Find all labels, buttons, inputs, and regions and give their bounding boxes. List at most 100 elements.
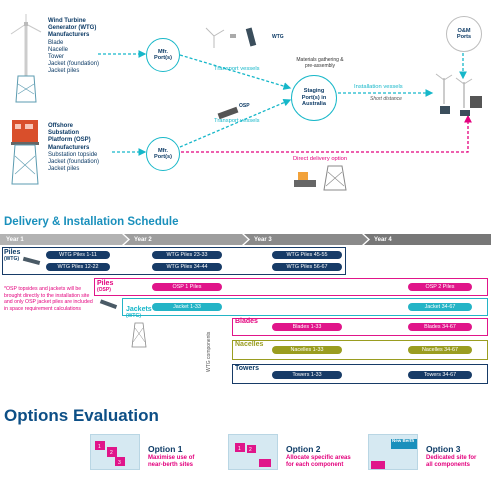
towers-label: Towers (235, 365, 259, 372)
mfr-ports-node-top: Mfr.Port(s) (146, 38, 180, 72)
om-line-1: O&M (457, 27, 471, 34)
year-3-label: Year 3 (254, 236, 272, 243)
installation-vessels-label: Installation vessels (354, 84, 403, 90)
materials-gathering-note: Materials gathering & pre-assembly (278, 57, 362, 69)
osp-item-jacket-piles: Jacket piles (48, 166, 80, 173)
pill-wtg-piles-56-67: WTG Piles 56-67 (272, 263, 342, 271)
option-1-desc: Maximise use of near-berth sites (148, 455, 194, 469)
svg-text:2: 2 (110, 450, 113, 456)
osp-item-jacket: Jacket (foundation) (48, 159, 100, 166)
wtg-manufacturers-block: Wind Turbine Generator (WTG) Manufacture… (48, 18, 99, 76)
wtg-title-line-3: Manufacturers (48, 32, 90, 39)
wtg-tag: WTG (272, 34, 284, 40)
wtg-components-vertical-label: WTG components (206, 331, 212, 372)
offshore-wind-farm-illustration (435, 73, 482, 116)
osp-pile-icon (99, 299, 118, 309)
jackets-section (122, 298, 488, 316)
option-3-desc-line-2: all components (426, 462, 471, 468)
materials-line-1: Materials gathering & (296, 57, 344, 63)
pill-jacket-34-67: Jacket 34-67 (408, 303, 472, 311)
jackets-label-line-2: (WTG) (126, 313, 141, 319)
new-berth-label: New Berth (392, 438, 415, 443)
piles-osp-label: Piles (OSP) (97, 280, 113, 294)
jackets-label-line-1: Jackets (126, 306, 152, 313)
pill-wtg-piles-12-22: WTG Piles 12-22 (46, 263, 110, 271)
piles-wtg-label-line-1: Piles (4, 249, 21, 256)
option-2-desc: Allocate specific areas for each compone… (286, 455, 351, 469)
mfr-ports-node-bottom: Mfr.Port(s) (146, 137, 180, 171)
year-2-label: Year 2 (134, 236, 152, 243)
osp-components-icon (217, 106, 239, 120)
piles-wtg-section (2, 247, 346, 275)
mfr-top-line-1: Mfr. (158, 48, 168, 55)
pill-towers-34-67: Towers 34-67 (408, 371, 472, 379)
pill-wtg-piles-1-11: WTG Piles 1-11 (46, 251, 110, 259)
pill-wtg-piles-45-55: WTG Piles 45-55 (272, 251, 342, 259)
wtg-item-blade: Blade (48, 39, 64, 46)
option-3-thumbnail (368, 434, 418, 470)
osp-title-line-1: Offshore (48, 123, 74, 129)
pill-towers-1-33: Towers 1-33 (272, 371, 342, 379)
year-4-label: Year 4 (374, 236, 392, 243)
pile-icon (22, 256, 41, 266)
svg-text:3: 3 (118, 460, 121, 466)
blades-label: Blades (235, 318, 258, 325)
osp-tag: OSP (239, 103, 250, 109)
mfr-bottom-line-1: Mfr. (158, 147, 168, 154)
mfr-top-line-2: Port(s) (153, 55, 173, 61)
wind-turbine-illustration (10, 14, 42, 103)
option-1-desc-line-1: Maximise use of (148, 455, 195, 461)
svg-text:1: 1 (98, 444, 101, 450)
osp-title-line-3: Platform (OSP) (48, 137, 91, 144)
transport-vessels-bottom-label: Transport vessels (214, 118, 260, 124)
mfr-bottom-line-2: Port(s) (153, 154, 173, 160)
osp-item-topside: Substation topside (48, 151, 98, 158)
option-2-desc-line-1: Allocate specific areas (286, 455, 351, 461)
option-1-desc-line-2: near-berth sites (148, 462, 194, 468)
option-2-thumbnail: 1 2 (228, 434, 278, 470)
osp-title-line-2: Substation (48, 130, 79, 137)
wtg-item-tower: Tower (48, 54, 65, 61)
pill-osp-1-piles: OSP 1 Piles (152, 283, 222, 291)
wtg-title-line-1: Wind Turbine (48, 18, 86, 24)
wtg-item-jacket-piles: Jacket piles (48, 68, 80, 75)
transport-vessels-top-label: Transport vessels (214, 66, 260, 72)
short-distance-label: Short distance (370, 96, 402, 102)
option-1-title: Option 1 (148, 444, 183, 454)
nacelles-section (232, 340, 488, 360)
jacket-icon (131, 322, 147, 348)
pill-jacket-1-33: Jacket 1-33 (152, 303, 222, 311)
osp-footnote: *OSP topsides and jackets will be brough… (4, 286, 93, 312)
staging-line-2: Port(s) in (301, 94, 327, 101)
osp-title-line-4: Manufacturers (48, 144, 90, 151)
vessels-illustration (294, 165, 347, 191)
schedule-heading: Delivery & Installation Schedule (4, 216, 179, 228)
substation-platform-illustration (11, 120, 39, 185)
option-3-title: Option 3 (426, 444, 461, 454)
pill-osp-2-piles: OSP 2 Piles (408, 283, 472, 291)
year-bar (0, 234, 491, 245)
pill-blades-34-67: Blades 34-67 (408, 323, 472, 331)
option-3-desc: Dedicated site for all components (426, 455, 476, 469)
blades-section (232, 318, 488, 336)
options-heading: Options Evaluation (4, 406, 159, 425)
year-1-label: Year 1 (6, 236, 24, 243)
wtg-item-jacket: Jacket (foundation) (48, 61, 100, 68)
piles-wtg-label-line-2: (WTG) (4, 256, 19, 262)
flow-diagram-lines (98, 48, 472, 156)
staging-line-3: Australia (302, 101, 326, 108)
wtg-title-line-2: Generator (WTG) (48, 25, 97, 32)
osp-manufacturers-block: Offshore Substation Platform (OSP) Manuf… (48, 123, 99, 173)
option-1-thumbnail: 1 2 3 (90, 434, 140, 470)
svg-text:2: 2 (249, 447, 252, 453)
option-2-title: Option 2 (286, 444, 321, 454)
piles-osp-section (94, 278, 488, 296)
jackets-label: Jackets (WTG) (126, 306, 152, 320)
pill-blades-1-33: Blades 1-33 (272, 323, 342, 331)
blade-components-icon (205, 27, 257, 48)
piles-osp-label-line-2: (OSP) (97, 287, 111, 293)
pill-wtg-piles-23-33: WTG Piles 23-33 (152, 251, 222, 259)
svg-text:1: 1 (238, 446, 241, 452)
towers-section (232, 364, 488, 384)
